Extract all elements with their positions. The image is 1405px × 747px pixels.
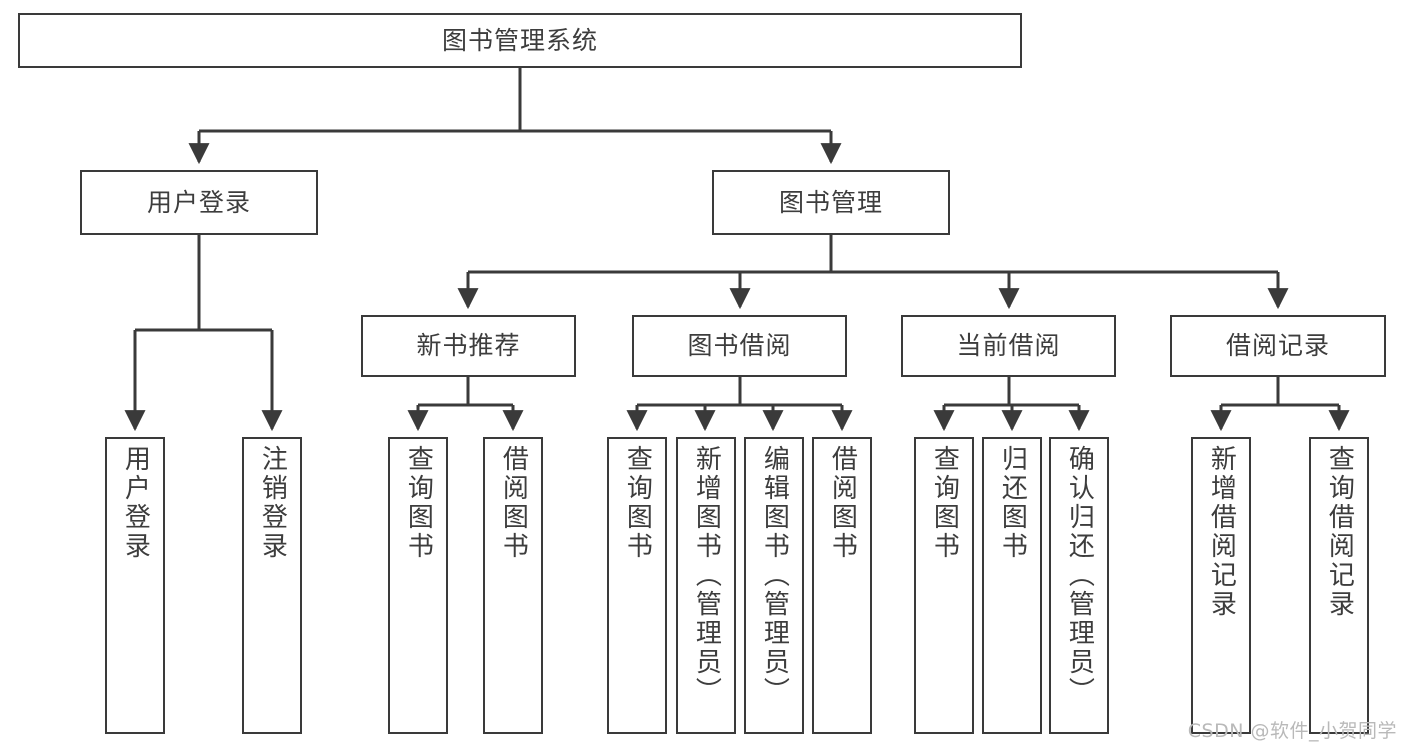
node-leaf-return-book[interactable]: 归还图书 [982,437,1042,734]
node-leaf-confirm-return-label: 确认归还（管理员） [1064,445,1095,706]
node-current-borrow-label: 当前借阅 [956,331,1061,361]
node-borrow-record[interactable]: 借阅记录 [1170,315,1386,377]
node-root[interactable]: 图书管理系统 [18,13,1022,68]
node-leaf-borrow-book-1-label: 借阅图书 [498,445,529,561]
node-leaf-query-book-3-label: 查询图书 [929,445,960,561]
node-leaf-add-book-label: 新增图书（管理员） [691,445,722,706]
node-new-book-recommend[interactable]: 新书推荐 [361,315,576,377]
node-leaf-user-logout[interactable]: 注销登录 [242,437,302,734]
node-leaf-query-book-2-label: 查询图书 [622,445,653,561]
node-user-login[interactable]: 用户登录 [80,170,318,235]
node-leaf-user-login[interactable]: 用户登录 [105,437,165,734]
node-leaf-user-login-label: 用户登录 [120,445,151,561]
node-leaf-query-borrow-record[interactable]: 查询借阅记录 [1309,437,1369,734]
node-borrow-record-label: 借阅记录 [1225,331,1330,361]
node-book-borrow[interactable]: 图书借阅 [632,315,847,377]
csdn-watermark: CSDN @软件_小贺同学 [1187,720,1397,742]
node-leaf-query-book-3[interactable]: 查询图书 [914,437,974,734]
node-book-borrow-label: 图书借阅 [687,331,792,361]
node-new-book-recommend-label: 新书推荐 [416,331,521,361]
node-leaf-query-borrow-record-label: 查询借阅记录 [1324,445,1355,619]
node-leaf-user-logout-label: 注销登录 [257,445,288,561]
node-leaf-query-book-1[interactable]: 查询图书 [388,437,448,734]
node-leaf-confirm-return[interactable]: 确认归还（管理员） [1049,437,1109,734]
node-leaf-query-book-2[interactable]: 查询图书 [607,437,667,734]
node-current-borrow[interactable]: 当前借阅 [901,315,1116,377]
node-leaf-borrow-book-2-label: 借阅图书 [827,445,858,561]
node-leaf-add-book[interactable]: 新增图书（管理员） [676,437,736,734]
node-leaf-edit-book-label: 编辑图书（管理员） [759,445,790,706]
node-leaf-borrow-book-2[interactable]: 借阅图书 [812,437,872,734]
node-book-manage[interactable]: 图书管理 [712,170,950,235]
node-user-login-label: 用户登录 [146,187,251,217]
node-root-label: 图书管理系统 [441,25,598,55]
node-leaf-add-borrow-record[interactable]: 新增借阅记录 [1191,437,1251,734]
node-book-manage-label: 图书管理 [778,187,883,217]
node-leaf-edit-book[interactable]: 编辑图书（管理员） [744,437,804,734]
node-leaf-return-book-label: 归还图书 [997,445,1028,561]
node-leaf-query-book-1-label: 查询图书 [403,445,434,561]
node-leaf-borrow-book-1[interactable]: 借阅图书 [483,437,543,734]
node-leaf-add-borrow-record-label: 新增借阅记录 [1206,445,1237,619]
